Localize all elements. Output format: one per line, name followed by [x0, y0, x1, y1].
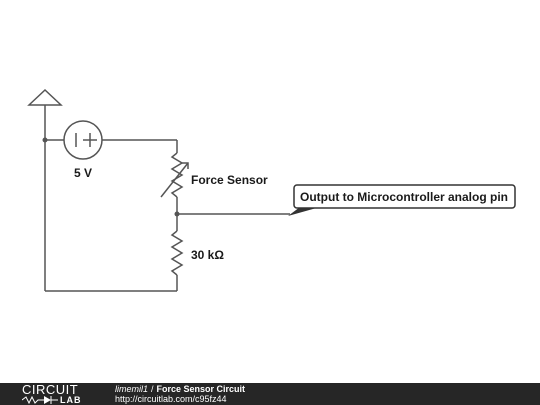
resistor-zigzag: [170, 230, 184, 276]
supply-rail-symbol: [27, 88, 63, 106]
callout-pointer: [288, 207, 320, 216]
author-link[interactable]: limemil1: [115, 384, 149, 394]
force-sensor-arrow-head: [182, 162, 189, 169]
output-callout-label: Output to Microcontroller analog pin: [300, 190, 508, 204]
resistor-label: 30 kΩ: [191, 248, 224, 262]
footer-credit: limemil1/Force Sensor Circuit: [115, 384, 245, 394]
circuit-title: Force Sensor Circuit: [156, 384, 246, 394]
logo-text-lab: LAB: [60, 395, 82, 405]
circuitlab-logo[interactable]: CIRCUIT LAB: [22, 383, 102, 405]
force-sensor-label: Force Sensor: [191, 173, 268, 187]
logo-diode-icon: [22, 395, 58, 405]
voltage-source-5v: [63, 120, 103, 160]
logo-text-circuit: CIRCUIT: [22, 383, 79, 397]
callout-box: [293, 184, 516, 209]
voltage-source-label: 5 V: [74, 166, 92, 180]
force-sensor-zigzag: [170, 152, 184, 198]
force-sensor: [160, 152, 189, 198]
circuit-url-link[interactable]: http://circuitlab.com/c95fz44: [115, 394, 227, 404]
force-sensor-arrow-shaft: [160, 162, 189, 198]
credit-separator: /: [151, 384, 154, 394]
footer-bar: CIRCUIT LAB limemil1/Force Sensor Circui…: [0, 383, 540, 405]
